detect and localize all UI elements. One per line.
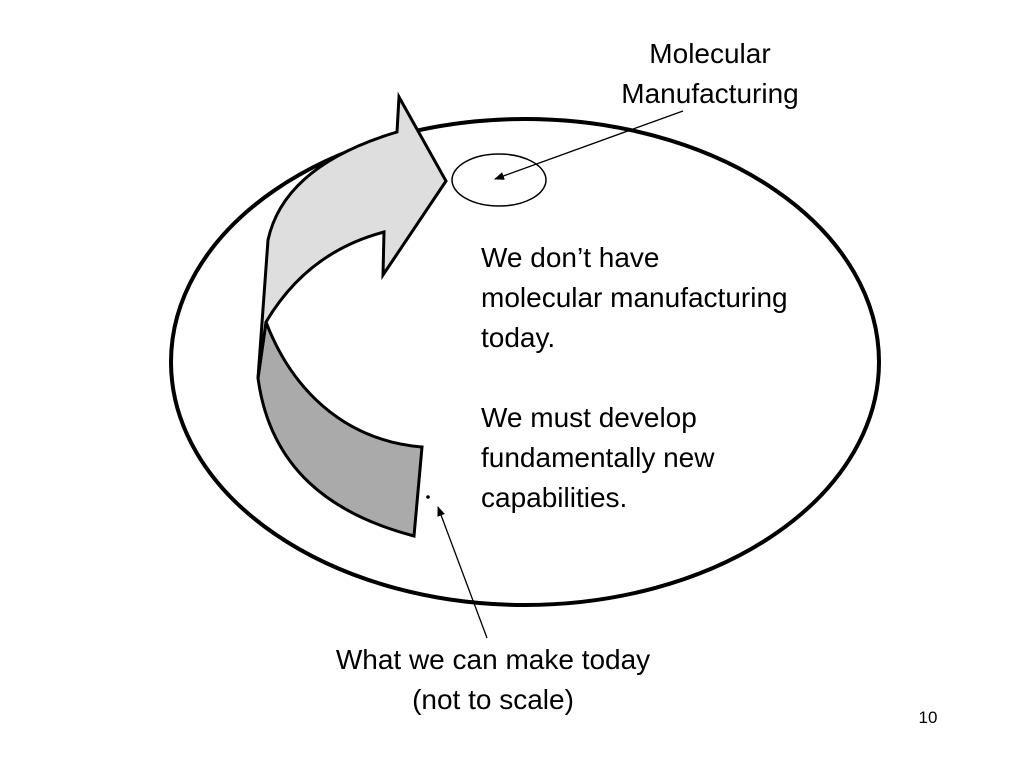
top-label-line-1: Molecular [649,38,771,69]
body-text-block: We don’t have molecular manufacturing to… [481,238,788,518]
bottom-label-line-2: (not to scale) [412,684,574,715]
curved-arrow-upper-segment [256,91,448,379]
body-p1-line-1: We don’t have [481,242,660,273]
body-p2-line-1: We must develop [481,402,697,433]
molecular-manufacturing-label: Molecular Manufacturing [560,34,860,114]
body-p2-line-3: capabilities. [481,482,628,513]
target-ellipse [451,153,547,207]
curved-arrow-lower-segment [256,316,424,538]
pointer-line-bottom [437,506,488,639]
body-paragraph-2: We must develop fundamentally new capabi… [481,398,788,518]
page-number: 10 [918,708,938,727]
body-paragraph-1: We don’t have molecular manufacturing to… [481,238,788,358]
body-p1-line-3: today. [481,322,556,353]
large-ellipse [169,117,881,607]
paragraph-gap [481,358,788,398]
body-p2-line-2: fundamentally new [481,442,715,473]
top-label-line-2: Manufacturing [621,78,799,109]
pointer-line-top [494,110,684,180]
what-we-can-make-label: What we can make today (not to scale) [283,640,703,720]
bottom-label-line-1: What we can make today [335,644,651,675]
body-p1-line-2: molecular manufacturing [481,282,788,313]
today-dot [426,495,430,499]
